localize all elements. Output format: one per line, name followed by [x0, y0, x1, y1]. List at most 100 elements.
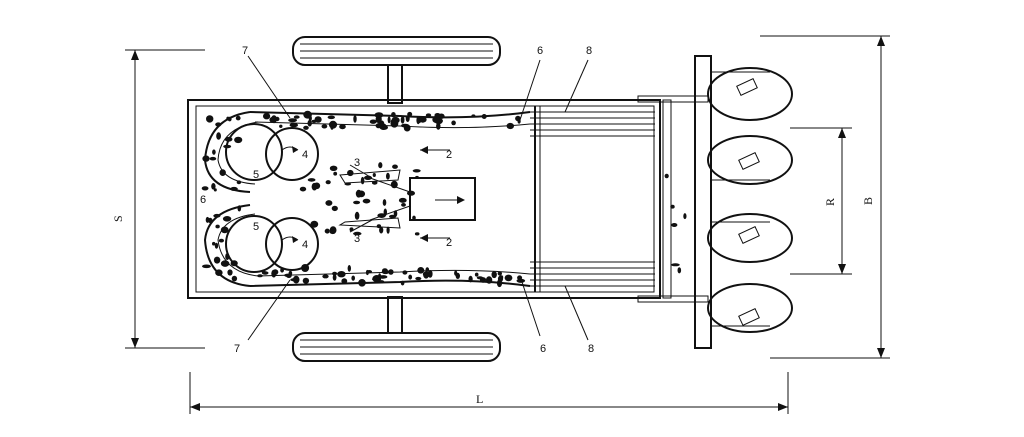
material-particle: [337, 271, 346, 278]
label-4-top: 4: [302, 149, 308, 161]
label-6-bottom: 6: [540, 343, 546, 355]
roller-upper-pair: [225, 123, 319, 181]
material-particle: [289, 122, 298, 128]
material-particle: [215, 224, 220, 229]
material-particle: [331, 205, 338, 212]
material-particle: [321, 124, 328, 129]
material-particle: [201, 186, 209, 191]
material-particle: [211, 183, 216, 190]
material-particle: [388, 269, 394, 275]
upper-wheel: [292, 36, 501, 104]
material-particle: [329, 165, 338, 171]
material-particle: [664, 173, 669, 179]
lower-wheel: [292, 296, 501, 362]
material-particle: [280, 268, 284, 273]
material-particle: [365, 269, 369, 276]
guide-bars-upper: [530, 111, 655, 137]
material-particle: [504, 274, 513, 282]
material-particle: [671, 223, 678, 227]
material-particle: [497, 271, 502, 276]
material-particle: [216, 132, 222, 140]
material-particle: [325, 180, 331, 185]
material-particle: [353, 231, 362, 236]
material-particle: [263, 113, 271, 120]
material-particle: [209, 156, 217, 161]
material-particle: [227, 116, 232, 122]
material-particle: [212, 241, 216, 246]
material-particle: [234, 136, 243, 144]
dimension-r-label: R: [823, 198, 837, 206]
material-particle: [308, 115, 312, 122]
material-particle: [347, 169, 354, 177]
material-particle: [474, 272, 479, 277]
material-particle: [391, 112, 396, 118]
material-particle: [332, 271, 338, 276]
material-particle: [339, 124, 346, 130]
material-particle: [329, 230, 336, 235]
material-particle: [341, 278, 348, 284]
material-particle: [390, 180, 398, 189]
material-particle: [476, 276, 483, 280]
guide-bars-lower: [530, 261, 655, 287]
material-particle: [218, 238, 224, 243]
material-particle: [324, 228, 330, 234]
material-particle: [220, 226, 229, 234]
material-particle: [379, 226, 384, 234]
dimension-l: L: [189, 372, 789, 414]
material-particle: [303, 125, 309, 130]
material-particle: [215, 269, 223, 277]
material-particle: [310, 220, 319, 228]
material-particle: [412, 169, 421, 173]
material-particle: [214, 242, 219, 249]
leader-lines: [247, 55, 589, 341]
material-particle: [454, 270, 458, 276]
front-toolbar: [637, 55, 770, 349]
material-particle: [485, 276, 493, 284]
dimension-l-label: L: [476, 392, 483, 406]
dimension-r: R: [790, 127, 852, 275]
material-particle: [261, 269, 266, 275]
material-particle: [293, 115, 300, 119]
material-particle: [224, 136, 233, 142]
material-particle: [213, 213, 221, 218]
material-particle: [272, 269, 279, 275]
material-particle: [237, 205, 242, 212]
material-particle: [347, 265, 351, 272]
material-particle: [230, 260, 238, 267]
label-2-top: 2: [446, 149, 452, 161]
label-8-top: 8: [586, 45, 592, 57]
material-particle: [481, 114, 487, 119]
material-particle: [402, 270, 408, 275]
material-particle: [471, 114, 476, 118]
label-6-top: 6: [537, 45, 543, 57]
label-6-left: 6: [200, 194, 206, 206]
material-particle: [279, 124, 283, 128]
material-particle: [313, 182, 321, 190]
material-particle: [362, 198, 371, 204]
material-particle: [344, 182, 352, 186]
material-particle: [205, 216, 210, 223]
material-particle: [403, 124, 411, 132]
part-labels: 7 6 8 4 5 3 2 6 5 3 2 4 7 6 8: [200, 45, 594, 355]
material-particle: [202, 155, 210, 162]
material-particle: [376, 224, 382, 229]
material-particle: [407, 111, 413, 117]
material-particle: [415, 175, 419, 179]
material-particle: [202, 264, 211, 269]
material-particle: [302, 277, 310, 284]
roller-lower-pair: [225, 215, 319, 273]
material-particle: [222, 216, 232, 222]
material-particle: [412, 215, 416, 221]
material-particle: [379, 125, 388, 130]
material-particle: [219, 169, 226, 177]
material-particle: [389, 214, 397, 219]
material-particle: [360, 176, 365, 185]
material-particle: [683, 213, 687, 220]
material-particle: [419, 116, 427, 123]
label-8-bottom: 8: [588, 343, 594, 355]
material-particle: [292, 275, 300, 284]
material-particle: [358, 279, 366, 287]
material-particle: [236, 180, 242, 185]
material-particle: [415, 276, 422, 281]
